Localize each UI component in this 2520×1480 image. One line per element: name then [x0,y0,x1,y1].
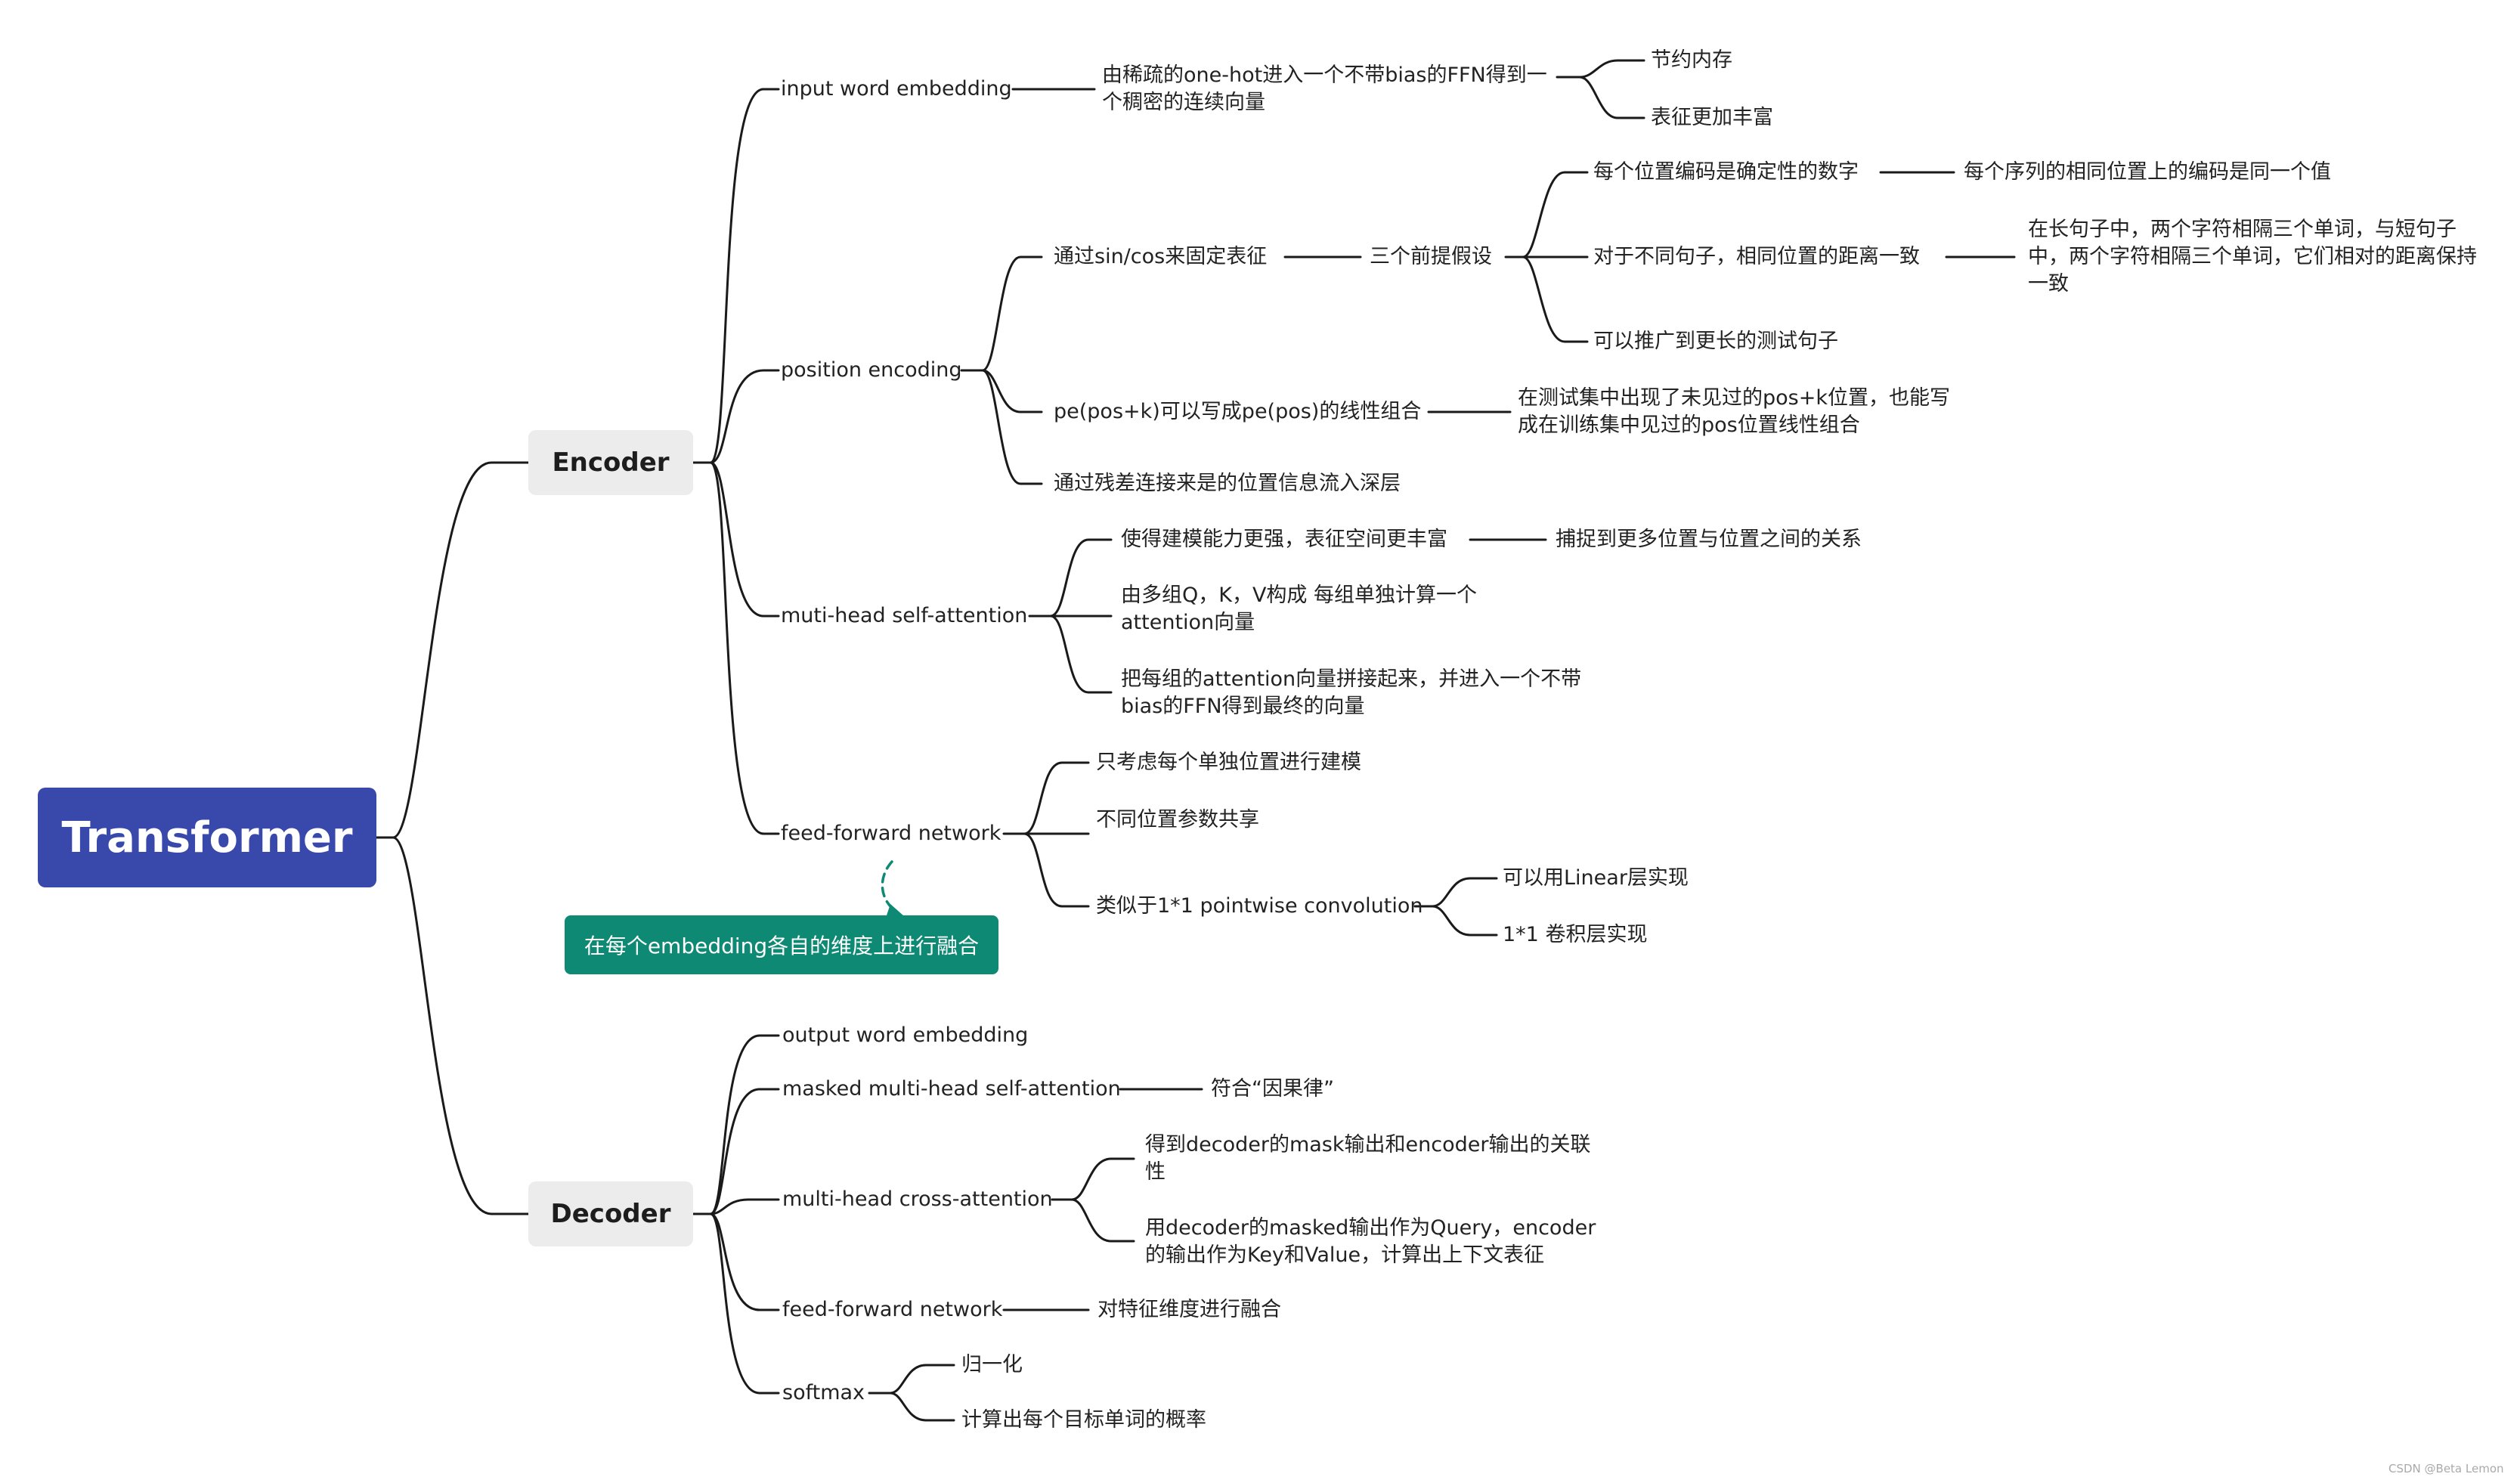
residual-connection-node: 通过残差连接来是的位置信息流入深层 [1054,472,1401,495]
root-node: Transformer [38,788,376,887]
richer-representation-node: 表征更加丰富 [1651,106,1773,129]
three-assumptions-node: 三个前提假设 [1370,245,1492,268]
decoder-ffn-detail: 对特征维度进行融合 [1097,1298,1281,1321]
cross-attention-item-1: 得到decoder的mask输出和encoder输出的关联性 [1145,1133,1591,1184]
masked-attention-node: masked multi-head self-attention [782,1077,1121,1101]
self-attention-item-2: 由多组Q，K，V构成 每组单独计算一个attention向量 [1121,584,1478,634]
sin-cos-node: 通过sin/cos来固定表征 [1054,245,1268,268]
softmax-normalize-node: 归一化 [961,1353,1023,1376]
save-memory-node: 节约内存 [1651,48,1732,72]
encoder-node: Encoder [528,430,693,495]
assumption-deterministic-node: 每个位置编码是确定性的数字 [1593,160,1859,184]
credit-watermark: CSDN @Beta Lemon [2388,1462,2504,1475]
input-word-embedding-node: input word embedding [781,77,1012,101]
decoder-node: Decoder [528,1181,693,1246]
cross-attention-item-2: 用decoder的masked输出作为Query，encoder的输出作为Key… [1145,1216,1596,1267]
self-attention-node: muti-head self-attention [781,604,1028,627]
position-encoding-node: position encoding [781,358,962,382]
self-attention-item-1-detail: 捕捉到更多位置与位置之间的关系 [1556,528,1862,551]
embedding-fusion-note: 在每个embedding各自的维度上进行融合 [565,915,998,974]
linear-layer-node: 可以用Linear层实现 [1503,866,1689,890]
cross-attention-node: multi-head cross-attention [782,1187,1053,1211]
output-word-embedding-node: output word embedding [782,1023,1029,1047]
assumption-generalize-node: 可以推广到更长的测试句子 [1593,330,1838,353]
self-attention-item-3: 把每组的attention向量拼接起来，并进入一个不带bias的FFN得到最终的… [1121,667,1582,718]
encoder-ffn-item-3: 类似于1*1 pointwise convolution [1096,894,1423,918]
causality-node: 符合“因果律” [1211,1077,1334,1101]
assumption-distance-detail: 在长句子中，两个字符相隔三个单词，与短句子中，两个字符相隔三个单词，它们相对的距… [2028,218,2477,296]
softmax-node: softmax [782,1381,865,1404]
linear-combination-node: pe(pos+k)可以写成pe(pos)的线性组合 [1054,400,1422,423]
assumption-deterministic-detail: 每个序列的相同位置上的编码是同一个值 [1964,160,2331,184]
softmax-probability-node: 计算出每个目标单词的概率 [961,1408,1206,1432]
encoder-ffn-node: feed-forward network [781,822,1001,845]
conv-layer-node: 1*1 卷积层实现 [1503,923,1648,946]
encoder-ffn-item-1: 只考虑每个单独位置进行建模 [1096,751,1361,774]
linear-combination-detail: 在测试集中出现了未见过的pos+k位置，也能写成在训练集中见过的pos位置线性组… [1518,386,1950,437]
encoder-ffn-item-2: 不同位置参数共享 [1096,808,1259,831]
assumption-distance-node: 对于不同句子，相同位置的距离一致 [1593,245,1920,268]
decoder-ffn-node: feed-forward network [782,1298,1003,1321]
self-attention-item-1: 使得建模能力更强，表征空间更丰富 [1121,528,1447,551]
one-hot-ffn-desc: 由稀疏的one-hot进入一个不带bias的FFN得到一个稠密的连续向量 [1102,63,1547,114]
